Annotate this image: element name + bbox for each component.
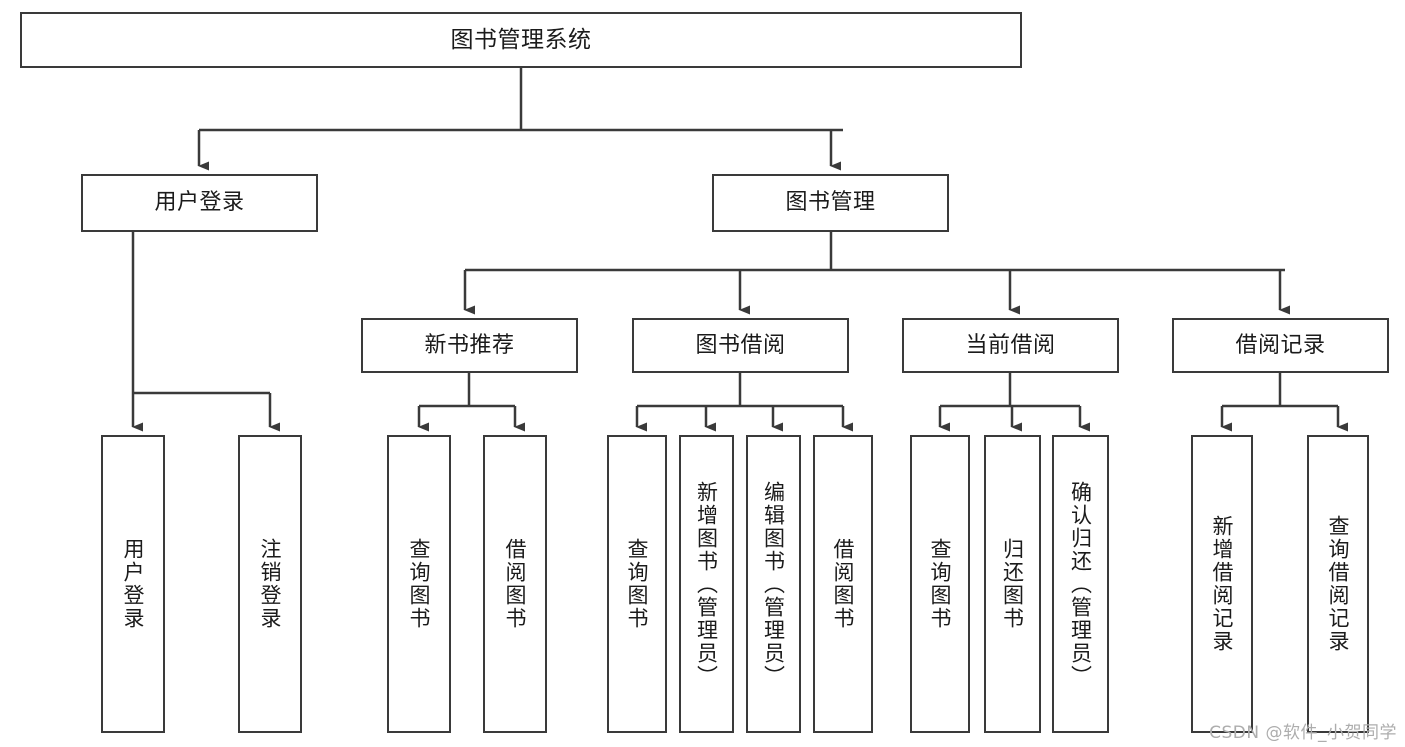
node-label: 编辑图书（管理员） bbox=[761, 480, 786, 688]
node-leaf-confirm-return-admin[interactable]: 确认归还（管理员） bbox=[1052, 435, 1109, 733]
node-leaf-search-borrow-record[interactable]: 查询借阅记录 bbox=[1307, 435, 1369, 733]
node-label: 查询借阅记录 bbox=[1326, 515, 1351, 653]
node-leaf-add-borrow-record[interactable]: 新增借阅记录 bbox=[1191, 435, 1253, 733]
node-label: 用户登录 bbox=[121, 538, 146, 630]
node-label: 注销登录 bbox=[258, 538, 283, 630]
node-label: 归还图书 bbox=[1000, 538, 1025, 630]
node-leaf-search-book-current[interactable]: 查询图书 bbox=[910, 435, 970, 733]
node-leaf-return-book[interactable]: 归还图书 bbox=[984, 435, 1041, 733]
node-leaf-search-book-borrow[interactable]: 查询图书 bbox=[607, 435, 667, 733]
node-label: 图书管理 bbox=[785, 190, 876, 216]
node-leaf-user-login[interactable]: 用户登录 bbox=[101, 435, 165, 733]
node-label: 确认归还（管理员） bbox=[1068, 480, 1093, 688]
node-label: 图书借阅 bbox=[695, 332, 786, 358]
node-new-book-recommend[interactable]: 新书推荐 bbox=[361, 318, 578, 373]
node-leaf-edit-book-admin[interactable]: 编辑图书（管理员） bbox=[746, 435, 801, 733]
node-label: 新增借阅记录 bbox=[1210, 515, 1235, 653]
node-leaf-borrow-book[interactable]: 借阅图书 bbox=[813, 435, 873, 733]
node-label: 用户登录 bbox=[154, 190, 245, 216]
node-label: 新书推荐 bbox=[424, 332, 515, 358]
node-label: 查询图书 bbox=[625, 538, 650, 630]
node-label: 图书管理系统 bbox=[450, 26, 592, 53]
node-borrow-record[interactable]: 借阅记录 bbox=[1172, 318, 1389, 373]
node-book-management[interactable]: 图书管理 bbox=[712, 174, 949, 232]
node-label: 借阅记录 bbox=[1235, 332, 1326, 358]
node-label: 借阅图书 bbox=[503, 538, 528, 630]
node-book-borrow[interactable]: 图书借阅 bbox=[632, 318, 849, 373]
node-leaf-add-book-admin[interactable]: 新增图书（管理员） bbox=[679, 435, 734, 733]
csdn-watermark: CSDN @软件_小贺同学 bbox=[1209, 723, 1397, 743]
node-label: 查询图书 bbox=[407, 538, 432, 630]
node-label: 当前借阅 bbox=[965, 332, 1056, 358]
node-label: 新增图书（管理员） bbox=[694, 480, 719, 688]
node-root-system[interactable]: 图书管理系统 bbox=[20, 12, 1022, 68]
node-label: 借阅图书 bbox=[831, 538, 856, 630]
node-leaf-logout[interactable]: 注销登录 bbox=[238, 435, 302, 733]
node-current-borrow[interactable]: 当前借阅 bbox=[902, 318, 1119, 373]
node-leaf-borrow-book-recommend[interactable]: 借阅图书 bbox=[483, 435, 547, 733]
node-label: 查询图书 bbox=[928, 538, 953, 630]
node-user-login[interactable]: 用户登录 bbox=[81, 174, 318, 232]
node-leaf-search-book-recommend[interactable]: 查询图书 bbox=[387, 435, 451, 733]
